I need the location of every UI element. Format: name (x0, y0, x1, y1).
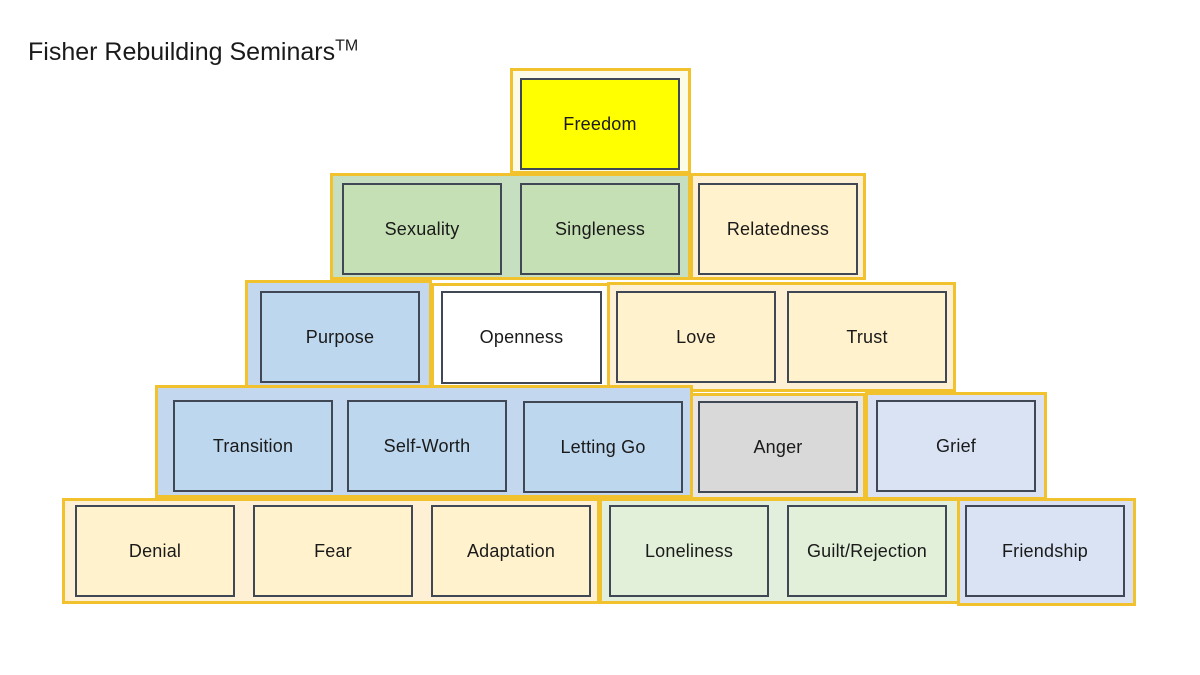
block-freedom: Freedom (520, 78, 680, 170)
block-sexuality: Sexuality (342, 183, 502, 275)
block-letting-go: Letting Go (523, 401, 683, 493)
block-trust: Trust (787, 291, 947, 383)
block-anger: Anger (698, 401, 858, 493)
block-relatedness: Relatedness (698, 183, 858, 275)
block-fear: Fear (253, 505, 413, 597)
block-loneliness: Loneliness (609, 505, 769, 597)
block-grief: Grief (876, 400, 1036, 492)
block-adaptation: Adaptation (431, 505, 591, 597)
block-openness: Openness (441, 291, 602, 384)
block-guilt-rejection: Guilt/Rejection (787, 505, 947, 597)
block-love: Love (616, 291, 776, 383)
page-title: Fisher Rebuilding SeminarsTM (28, 38, 358, 67)
block-transition: Transition (173, 400, 333, 492)
block-denial: Denial (75, 505, 235, 597)
block-self-worth: Self-Worth (347, 400, 507, 492)
block-friendship: Friendship (965, 505, 1125, 597)
trademark-mark: TM (335, 37, 359, 55)
block-purpose: Purpose (260, 291, 420, 383)
title-text: Fisher Rebuilding Seminars (28, 38, 336, 66)
block-singleness: Singleness (520, 183, 680, 275)
